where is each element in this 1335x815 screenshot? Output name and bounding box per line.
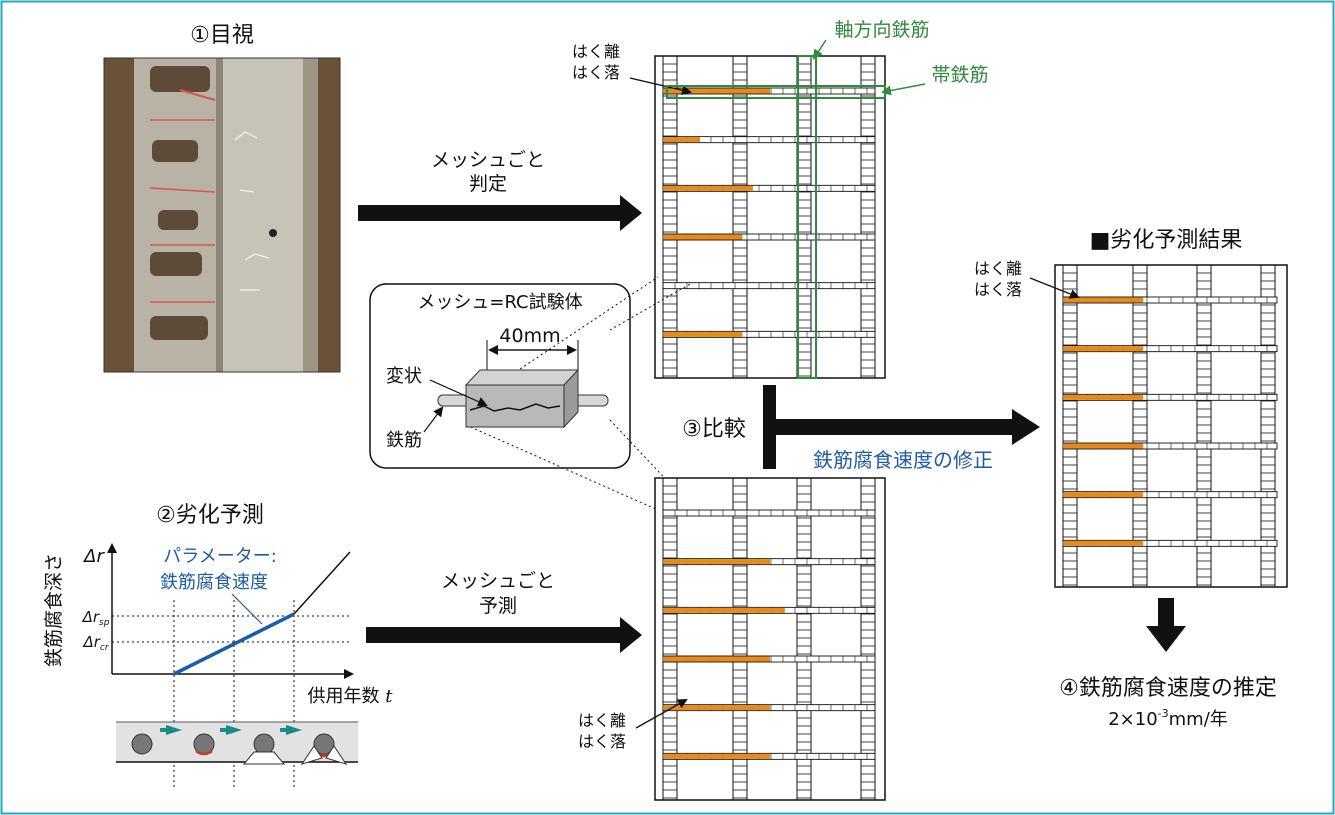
step3-label: ③比較 [682,417,746,442]
corrosion-chart: 鉄筋腐食深さ Δr Δrsp Δrcr パラメーター: 鉄筋腐食速度 供用年数 … [43,543,394,790]
grid-bottom-spalling-bar [664,656,770,662]
mesh-deformation-label: 変状 [386,366,422,387]
arrow-predict-line1: メッシュごと [441,570,555,592]
grid-bottom-column [732,477,748,801]
grid-bottom-spall-line1: はく離 [578,711,626,730]
grid-top-spalling-bar [664,185,754,191]
grid-result-column [1132,264,1148,588]
hoop-rebar-label: 帯鉄筋 [931,64,988,86]
grid-top-spall-line2: はく落 [572,63,620,82]
grid-result-column [1062,264,1078,588]
step3-correction: 鉄筋腐食速度の修正 [813,448,993,472]
grid-top-spalling-bar [664,88,770,94]
axial-rebar-highlight [797,55,817,379]
grid-top-column [662,55,678,379]
result-title: ■劣化予測結果 [1090,228,1243,253]
grid-result-spalling-bar [1064,540,1144,546]
arrow-judge-line1: メッシュごと [431,149,545,171]
chart-series-line-acceleration [293,551,351,615]
result-spall-pointer [1029,277,1080,299]
chart-xlabel: 供用年数 t [308,686,394,707]
grid-result-spalling-bar [1064,297,1144,303]
arrow-down-result [1146,598,1186,652]
grid-top-column [732,55,748,379]
mesh-grid-result [1054,264,1288,588]
axial-rebar-label: 軸方向鉄筋 [834,19,929,41]
grid-bottom-column [662,477,678,801]
step4-title: ④鉄筋腐食速度の推定 [1059,676,1277,701]
grid-result-spalling-bar [1064,346,1144,352]
chart-param-line1: パラメーター: [163,546,277,567]
grid-bottom-spalling-bar [664,607,785,613]
chart-param-line2: 鉄筋腐食速度 [160,572,268,593]
arrow-predict-line2: 予測 [479,595,517,617]
grid-bottom-spall-pointer [635,699,688,729]
chart-series-line-propagation [173,612,295,676]
grid-result-spalling-bar [1064,492,1144,498]
result-spall-line2: はく落 [974,280,1022,299]
arrow-predict: メッシュごと 予測 [366,570,642,653]
step1-title: ①目視 [190,23,254,48]
chart-y-cr: Δrcr [82,633,109,653]
inspection-photo [103,57,341,373]
grid-bottom-column [796,477,812,801]
grid-top-column [860,55,876,379]
step2-title: ②劣化予測 [156,503,264,528]
grid-bottom-spalling-bar [664,705,770,711]
grid-bottom-spall-line2: はく落 [578,732,626,751]
hoop-rebar-pointer [881,83,926,96]
grid-top-spalling-bar [664,234,743,240]
mesh-specimen-box: メッシュ=RC試験体 40mm 変状 鉄筋 [369,276,691,511]
corrosion-stage-strip [116,721,358,765]
grid-bottom-column [860,477,876,801]
grid-result-column [1196,264,1212,588]
mesh-box-title: メッシュ=RC試験体 [417,292,582,313]
mesh-grid-predicted [654,477,886,801]
grid-bottom-spalling-bar [664,753,770,759]
grid-top-spall-pointer [629,77,692,96]
grid-top-spall-line1: はく離 [572,42,620,61]
compare-connector [763,385,1040,469]
grid-top-spalling-bar [664,331,743,337]
grid-top-spalling-bar [664,137,701,143]
mesh-dimension: 40mm [499,325,560,347]
mesh-grid-judged [654,55,886,379]
arrow-judge-line2: 判定 [469,173,507,195]
arrow-judge: メッシュごと 判定 [358,149,642,231]
chart-y-sp: Δrsp [82,608,110,628]
grid-result-spalling-bar [1064,394,1144,400]
mesh-rebar-label: 鉄筋 [386,430,422,451]
grid-bottom-spalling-bar [664,559,770,565]
axial-rebar-pointer [812,39,827,60]
grid-result-spalling-bar [1064,443,1144,449]
chart-y-symbol: Δr [82,546,105,567]
grid-result-column [1260,264,1276,588]
step4-value: 2×10-3mm/年 [1108,707,1228,730]
chart-ylabel: 鉄筋腐食深さ [43,553,65,667]
result-spall-line1: はく離 [974,259,1022,278]
